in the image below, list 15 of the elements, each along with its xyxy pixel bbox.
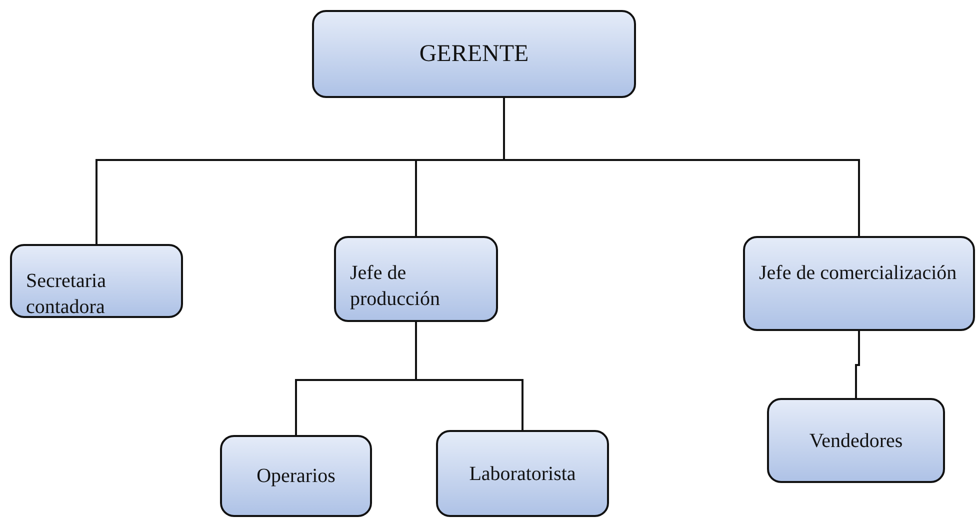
org-box (743, 236, 975, 331)
org-box (436, 430, 609, 517)
box-label: Vendedores (809, 428, 903, 454)
org-box (767, 398, 945, 483)
box-label: Laboratorista (469, 462, 576, 486)
box-label: Jefe de producción (350, 261, 441, 312)
box-label: Secretaria contadora (26, 269, 107, 320)
box-label: Operarios (256, 464, 336, 489)
org-box (312, 10, 636, 98)
box-label: Jefe de comercialización (759, 261, 957, 286)
connector-line (855, 331, 860, 398)
org-box (334, 236, 498, 322)
org-box (220, 435, 372, 517)
org-box (10, 244, 183, 318)
box-label: GERENTE (419, 41, 529, 67)
